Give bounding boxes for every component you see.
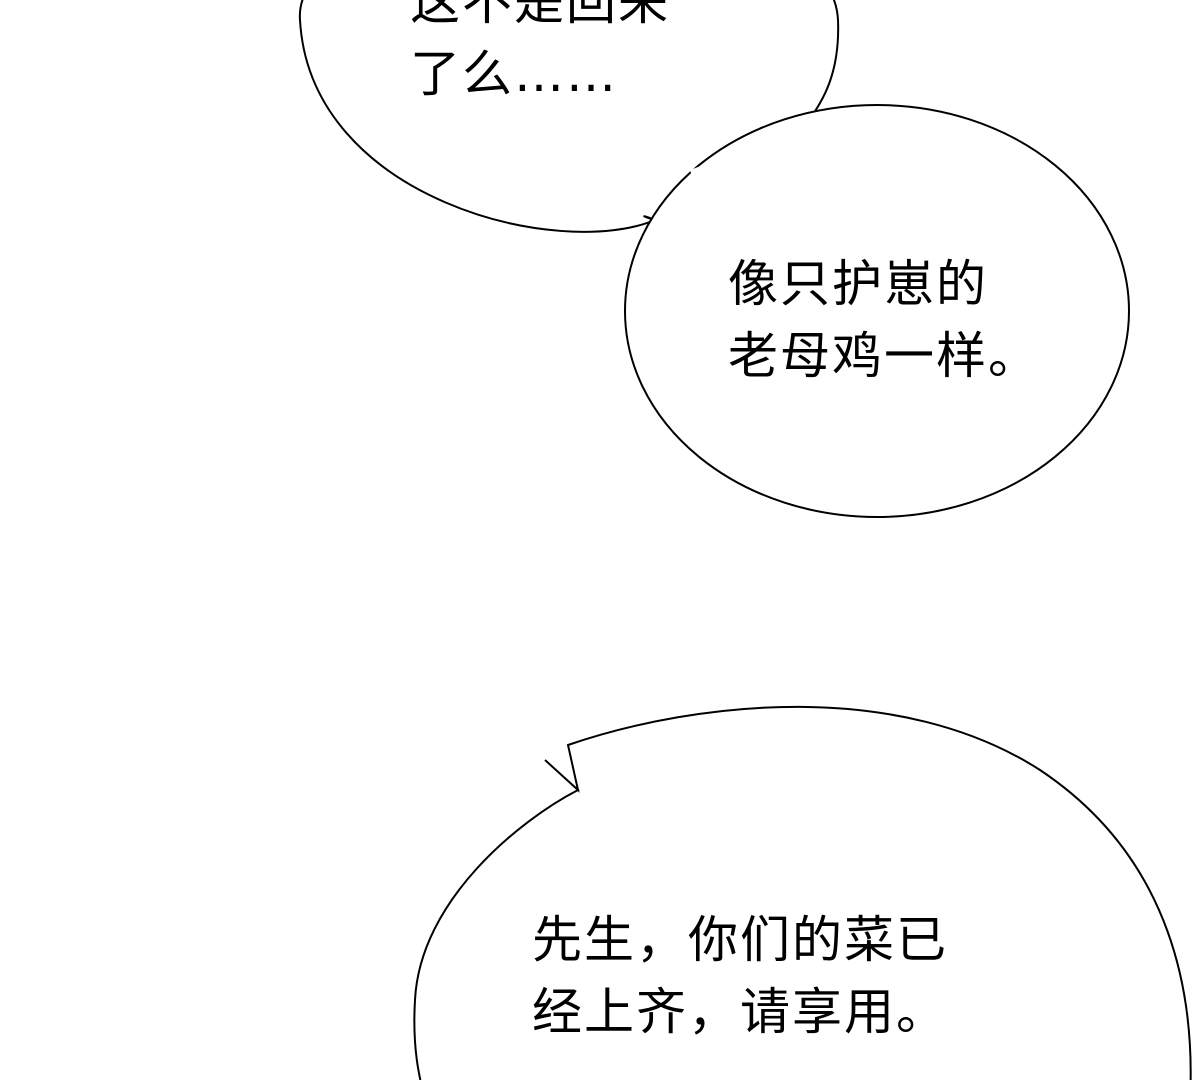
bubble-1-line-1: 这不是回来 [410, 0, 670, 31]
bubble-3-text: 先生，你们的菜已经上齐，请享用。 [532, 904, 948, 1048]
bubble-1-text: 这不是回来了么…… [410, 0, 670, 110]
bubble-2-text: 像只护崽的老母鸡一样。 [728, 248, 1040, 392]
bubble-2-line-2: 老母鸡一样。 [728, 327, 1040, 385]
bubble-1-line-2: 了么…… [410, 45, 618, 103]
bubble-3-line-2: 经上齐，请享用。 [532, 983, 948, 1041]
bubble-3-line-1: 先生，你们的菜已 [532, 911, 948, 969]
speech-bubble-1-joint-cover [690, 127, 840, 200]
speech-bubble-3 [413, 705, 1192, 1080]
bubble-2-line-1: 像只护崽的 [728, 255, 988, 313]
speech-bubble-2 [624, 104, 1130, 518]
